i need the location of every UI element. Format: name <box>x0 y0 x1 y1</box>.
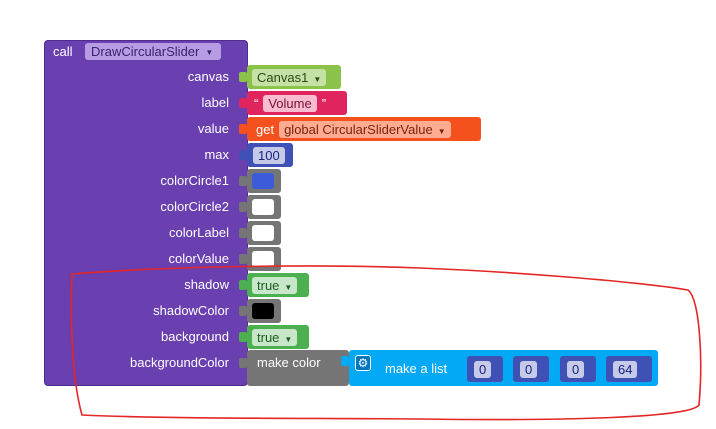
dropdown-arrow-icon: ▼ <box>284 282 293 292</box>
color-block-shadowColor[interactable] <box>247 299 281 323</box>
number-field[interactable]: 64 <box>613 360 638 378</box>
color-swatch[interactable] <box>252 225 274 241</box>
socket-connector <box>239 202 247 212</box>
color-swatch[interactable] <box>252 173 274 189</box>
socket-connector <box>239 150 247 160</box>
param-label-colorCircle2: colorCircle2 <box>160 199 229 214</box>
number-value: 0 <box>572 361 580 377</box>
socket-connector <box>239 306 247 316</box>
param-label-label: label <box>201 95 229 110</box>
color-block-colorCircle1[interactable] <box>247 169 281 193</box>
dropdown-arrow-icon: ▼ <box>437 126 446 136</box>
boolean-dropdown[interactable]: true ▼ <box>252 276 298 294</box>
dropdown-arrow-icon: ▼ <box>313 74 322 84</box>
dropdown-arrow-icon: ▼ <box>205 48 214 58</box>
param-label-backgroundColor: backgroundColor <box>129 355 229 370</box>
param-label-colorValue: colorValue <box>168 251 229 266</box>
color-block-colorValue[interactable] <box>247 247 281 271</box>
procedure-name-dropdown[interactable]: DrawCircularSlider ▼ <box>85 43 222 60</box>
socket-connector <box>239 254 247 264</box>
logic-block-background[interactable]: true ▼ <box>247 325 309 349</box>
socket-connector <box>239 228 247 238</box>
param-label-colorCircle1: colorCircle1 <box>160 173 229 188</box>
socket-connector <box>239 332 247 342</box>
color-block-colorCircle2[interactable] <box>247 195 281 219</box>
text-value-field[interactable]: Volume <box>263 94 317 112</box>
canvas-component-dropdown[interactable]: Canvas1 ▼ <box>252 68 327 86</box>
socket-connector <box>239 280 247 290</box>
text-value: Volume <box>268 95 312 111</box>
logic-block-shadow[interactable]: true ▼ <box>247 273 309 297</box>
number-value: 0 <box>479 361 487 377</box>
color-block-colorLabel[interactable] <box>247 221 281 245</box>
color-swatch[interactable] <box>252 199 274 215</box>
canvas-component-block[interactable]: Canvas1 ▼ <box>247 65 341 89</box>
close-quote: ” <box>321 95 327 111</box>
variable-dropdown[interactable]: global CircularSliderValue ▼ <box>279 120 451 138</box>
param-label-max: max <box>204 147 229 162</box>
get-variable-block[interactable]: get global CircularSliderValue ▼ <box>247 117 481 141</box>
number-field[interactable]: 0 <box>520 360 538 378</box>
socket-connector <box>239 72 247 82</box>
open-quote: “ <box>254 95 259 111</box>
socket-connector <box>341 356 349 366</box>
canvas-component-name: Canvas1 <box>257 69 309 85</box>
text-block[interactable]: “ Volume ” <box>247 91 347 115</box>
make-a-list-label: make a list <box>385 361 448 376</box>
number-value: 0 <box>525 361 533 377</box>
number-field[interactable]: 0 <box>567 360 585 378</box>
number-block[interactable]: 100 <box>247 143 293 167</box>
socket-connector <box>239 98 247 108</box>
boolean-value: true <box>257 329 280 345</box>
socket-connector <box>239 358 247 368</box>
param-label-value: value <box>197 121 229 136</box>
list-item-number-block[interactable]: 0 <box>560 356 596 382</box>
socket-connector <box>239 176 247 186</box>
list-item-number-block[interactable]: 0 <box>467 356 503 382</box>
param-label-shadowColor: shadowColor <box>153 303 229 318</box>
boolean-value: true <box>257 277 280 293</box>
number-value: 64 <box>618 361 633 377</box>
call-label: call <box>53 44 73 59</box>
number-value: 100 <box>258 147 280 163</box>
make-color-label: make color <box>257 355 321 370</box>
param-label-background: background <box>161 329 229 344</box>
param-label-colorLabel: colorLabel <box>169 225 229 240</box>
get-label: get <box>256 121 275 137</box>
socket-connector <box>239 124 247 134</box>
color-swatch[interactable] <box>252 251 274 267</box>
gear-icon[interactable]: ⚙ <box>355 355 371 371</box>
variable-name: global CircularSliderValue <box>284 121 433 137</box>
procedure-name: DrawCircularSlider <box>91 44 200 59</box>
list-item-number-block[interactable]: 0 <box>513 356 549 382</box>
list-item-number-block[interactable]: 64 <box>606 356 652 382</box>
boolean-dropdown[interactable]: true ▼ <box>252 328 298 346</box>
param-label-canvas: canvas <box>187 69 229 84</box>
number-field[interactable]: 100 <box>253 146 285 164</box>
number-field[interactable]: 0 <box>474 360 492 378</box>
color-swatch[interactable] <box>252 303 274 319</box>
param-label-shadow: shadow <box>184 277 229 292</box>
dropdown-arrow-icon: ▼ <box>284 334 293 344</box>
